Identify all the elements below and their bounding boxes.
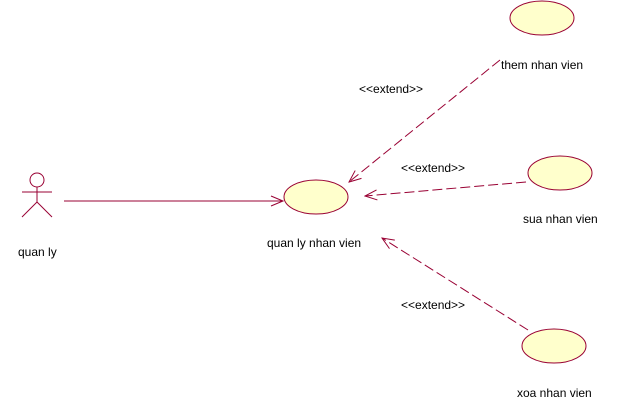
use-case-label-edit: sua nhan vien [523, 212, 598, 226]
stereotype-label-edit: <<extend>> [401, 161, 466, 175]
use-case-label-main: quan ly nhan vien [267, 236, 362, 250]
use-case-quan-ly-nhan-vien[interactable] [283, 179, 349, 215]
use-case-them-nhan-vien[interactable] [509, 0, 575, 36]
use-case-sua-nhan-vien[interactable] [527, 155, 593, 191]
actor-quan-ly[interactable] [21, 172, 53, 218]
use-case-xoa-nhan-vien[interactable] [521, 328, 587, 364]
stereotype-label-delete: <<extend>> [401, 298, 466, 312]
actor-label: quan ly [18, 245, 57, 259]
stereotype-label-add: <<extend>> [359, 82, 424, 96]
use-case-label-add: them nhan vien [501, 58, 584, 72]
actor-left-leg [21, 201, 38, 218]
extend-line-them[interactable] [349, 59, 501, 182]
actor-head [29, 172, 45, 188]
use-case-label-delete: xoa nhan vien [517, 386, 592, 400]
extend-line-xoa[interactable] [382, 238, 529, 331]
extend-line-sua[interactable] [365, 181, 527, 196]
actor-right-leg [36, 201, 53, 218]
